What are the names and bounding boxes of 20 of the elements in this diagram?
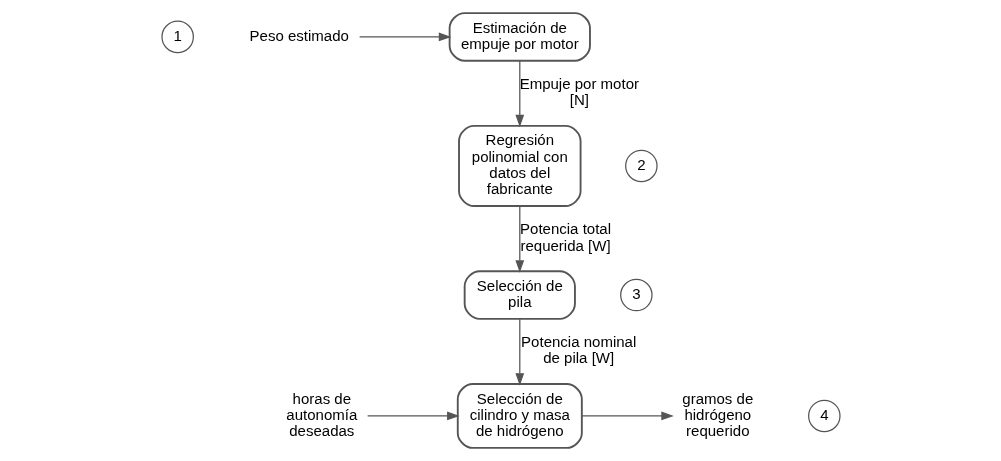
node-box: Selección de pila xyxy=(463,270,576,320)
node-text: gramos de hidrógeno requerido xyxy=(681,389,753,440)
node-box: Regresión polinomial con datos del fabricante xyxy=(457,124,582,207)
arrow xyxy=(580,411,674,421)
node-circle: 1 xyxy=(160,20,194,54)
node-circle: 4 xyxy=(807,399,841,433)
arrow xyxy=(514,318,524,386)
node-box: Estimación de empuje por motor xyxy=(448,12,591,62)
node-text: Peso estimado xyxy=(249,26,349,44)
arrow xyxy=(514,205,524,273)
arrow xyxy=(514,60,524,128)
node-text: horas de autonomía deseadas xyxy=(285,389,357,440)
edge-label: Empuje por motor [N] xyxy=(519,75,639,109)
edge-label: Potencia total requerida [W] xyxy=(519,220,611,254)
edge-label: Potencia nominal de pila [W] xyxy=(520,333,636,367)
arrow xyxy=(358,32,451,42)
node-box: Selección de cilindro y masa de hidrógeno xyxy=(456,383,583,449)
node-circle: 2 xyxy=(624,149,658,183)
arrow xyxy=(366,411,460,421)
node-circle: 3 xyxy=(619,278,653,312)
